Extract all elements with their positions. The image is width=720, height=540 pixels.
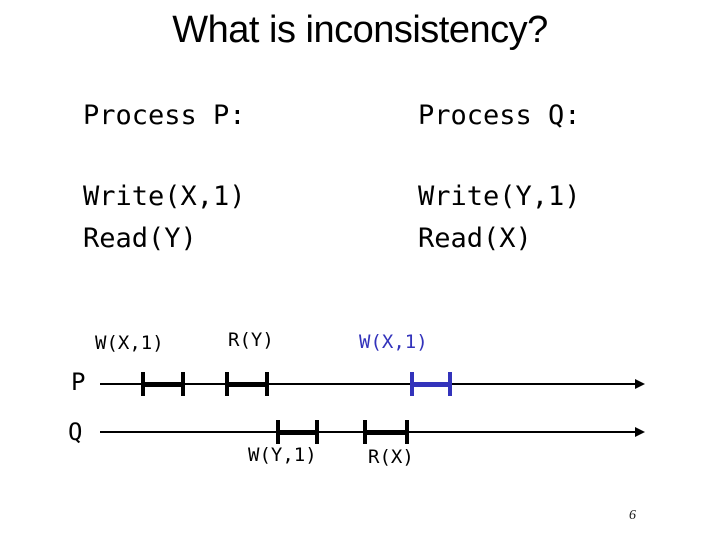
process-p-header: Process P:	[83, 100, 246, 131]
op-interval-label: R(Y)	[228, 329, 274, 351]
op-interval-label: W(X,1)	[359, 331, 428, 353]
op-interval-label: W(Y,1)	[248, 444, 317, 466]
timeline-axis-p	[100, 383, 636, 385]
timeline-arrowhead-icon	[635, 427, 645, 437]
slide-title: What is inconsistency?	[172, 9, 548, 51]
page-number: 6	[629, 508, 636, 523]
op-interval	[141, 372, 185, 396]
op-interval	[276, 420, 319, 444]
op-interval-tick	[315, 420, 319, 444]
op-interval-bar	[410, 382, 452, 387]
op-interval-tick	[265, 372, 269, 396]
op-interval-bar	[363, 430, 409, 435]
op-interval-label: R(X)	[368, 446, 414, 468]
process-p-op-write: Write(X,1)	[83, 181, 246, 212]
op-interval	[363, 420, 409, 444]
op-interval-label: W(X,1)	[95, 332, 164, 354]
op-interval-tick	[181, 372, 185, 396]
track-label-q: Q	[68, 418, 83, 446]
process-q-op-write: Write(Y,1)	[418, 181, 581, 212]
op-interval-tick	[448, 372, 452, 396]
timeline-arrowhead-icon	[635, 379, 645, 389]
process-p-op-read: Read(Y)	[83, 223, 197, 254]
op-interval-bar	[276, 430, 319, 435]
op-interval-tick	[405, 420, 409, 444]
op-interval	[225, 372, 269, 396]
process-q-op-read: Read(X)	[418, 223, 532, 254]
op-interval-bar	[141, 382, 185, 387]
process-q-header: Process Q:	[418, 100, 581, 131]
track-label-p: P	[71, 368, 86, 396]
op-interval-bar	[225, 382, 269, 387]
op-interval	[410, 372, 452, 396]
